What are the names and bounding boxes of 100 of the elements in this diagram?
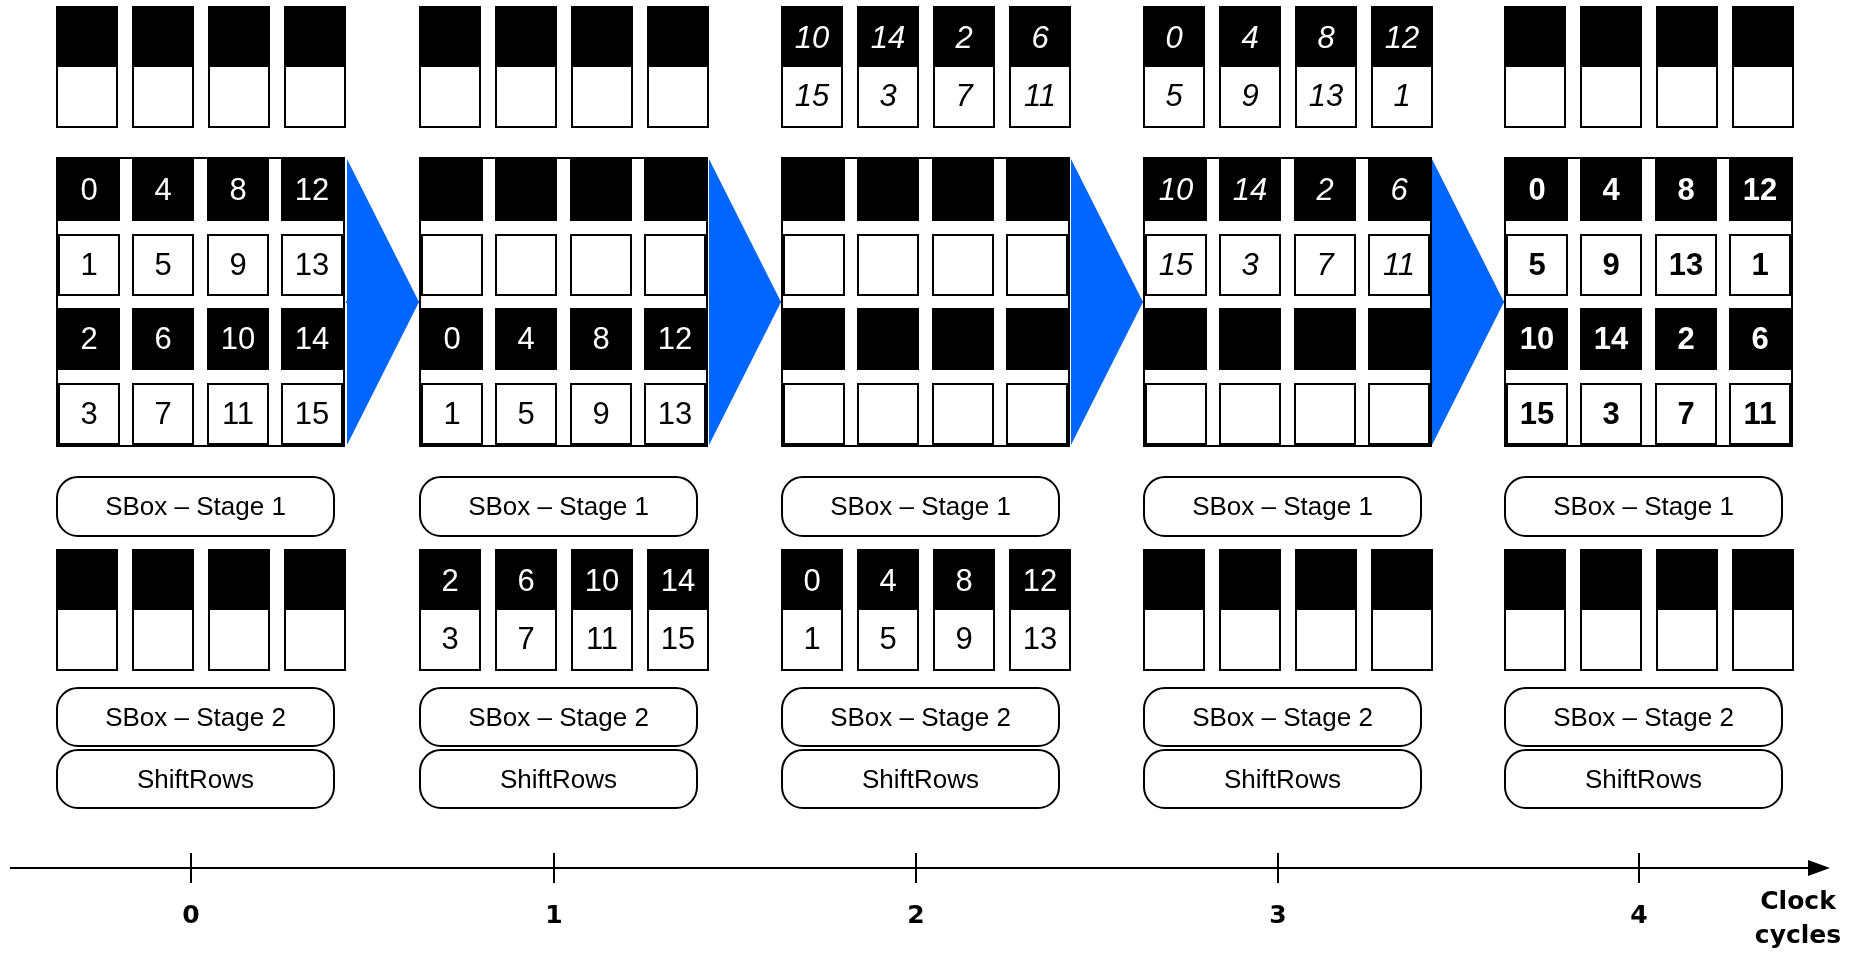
state-cell bbox=[570, 159, 632, 221]
state-grid bbox=[56, 157, 345, 447]
cell-value: 0 bbox=[1164, 19, 1184, 57]
register-cell bbox=[419, 549, 481, 671]
cell-value: 1 bbox=[802, 620, 822, 658]
state-cell: 1 bbox=[421, 383, 483, 445]
tick-label: 0 bbox=[181, 900, 201, 929]
state-cell bbox=[857, 159, 919, 221]
state-cell: 3 bbox=[1219, 234, 1281, 296]
cell-value: 4 bbox=[878, 562, 898, 600]
state-cell: 15 bbox=[1506, 383, 1568, 445]
register-cell bbox=[933, 6, 995, 128]
register-cell bbox=[781, 549, 843, 671]
state-grid bbox=[419, 157, 708, 447]
state-cell: 2 bbox=[1655, 308, 1717, 370]
cell-value: 11 bbox=[584, 620, 620, 658]
state-cell: 15 bbox=[1145, 234, 1207, 296]
cell-value: 11 bbox=[1022, 77, 1058, 115]
state-cell bbox=[1219, 383, 1281, 445]
state-cell bbox=[1006, 308, 1068, 370]
tick-label: 2 bbox=[906, 900, 926, 929]
stage-box: SBox – Stage 1 bbox=[56, 476, 335, 537]
state-cell: 13 bbox=[1655, 234, 1717, 296]
state-cell bbox=[495, 234, 557, 296]
state-cell: 2 bbox=[1294, 159, 1356, 221]
stage-box: SBox – Stage 1 bbox=[1143, 476, 1422, 537]
stage-box: SBox – Stage 2 bbox=[56, 687, 335, 747]
stage-box: ShiftRows bbox=[1143, 749, 1422, 809]
cell-value: 15 bbox=[793, 77, 831, 115]
cell-value: 13 bbox=[1021, 620, 1059, 658]
register-cell bbox=[1219, 6, 1281, 128]
state-cell: 12 bbox=[1729, 159, 1791, 221]
state-cell: 11 bbox=[1368, 234, 1430, 296]
cell-value: 8 bbox=[1316, 19, 1336, 57]
state-cell bbox=[1368, 308, 1430, 370]
state-cell: 0 bbox=[1506, 159, 1568, 221]
state-cell: 14 bbox=[1219, 159, 1281, 221]
state-cell: 11 bbox=[1729, 383, 1791, 445]
state-cell: 7 bbox=[1655, 383, 1717, 445]
state-cell bbox=[783, 234, 845, 296]
state-cell: 5 bbox=[1506, 234, 1568, 296]
stage-box: SBox – Stage 2 bbox=[781, 687, 1060, 747]
cell-value: 6 bbox=[1030, 19, 1050, 57]
register-cell bbox=[1295, 6, 1357, 128]
state-cell: 0 bbox=[58, 159, 120, 221]
state-cell: 2 bbox=[58, 308, 120, 370]
stage-box: SBox – Stage 2 bbox=[1143, 687, 1422, 747]
state-cell bbox=[783, 159, 845, 221]
cell-value: 2 bbox=[954, 19, 974, 57]
state-cell bbox=[932, 159, 994, 221]
state-cell bbox=[644, 159, 706, 221]
state-cell bbox=[1006, 159, 1068, 221]
state-cell bbox=[857, 308, 919, 370]
state-cell: 15 bbox=[281, 383, 343, 445]
cell-value: 9 bbox=[1240, 77, 1260, 115]
register-cell bbox=[857, 549, 919, 671]
state-grid bbox=[1143, 157, 1432, 447]
register-cell bbox=[1009, 549, 1071, 671]
state-cell bbox=[1006, 383, 1068, 445]
register-cell bbox=[1656, 549, 1718, 671]
state-cell: 6 bbox=[132, 308, 194, 370]
stage-box: SBox – Stage 1 bbox=[781, 476, 1060, 537]
register-cell bbox=[419, 6, 481, 128]
state-cell: 4 bbox=[495, 308, 557, 370]
cell-value: 2 bbox=[440, 562, 460, 600]
state-cell bbox=[1145, 383, 1207, 445]
state-cell: 5 bbox=[495, 383, 557, 445]
cell-value: 13 bbox=[1307, 77, 1345, 115]
tick-label: 1 bbox=[544, 900, 564, 929]
register-cell bbox=[56, 6, 118, 128]
register-cell bbox=[571, 549, 633, 671]
state-cell bbox=[1219, 308, 1281, 370]
state-cell: 5 bbox=[132, 234, 194, 296]
register-cell bbox=[647, 6, 709, 128]
state-cell: 7 bbox=[1294, 234, 1356, 296]
state-cell bbox=[1368, 383, 1430, 445]
register-cell bbox=[1371, 549, 1433, 671]
register-cell bbox=[1143, 549, 1205, 671]
register-cell bbox=[1219, 549, 1281, 671]
register-cell bbox=[284, 549, 346, 671]
cell-value: 0 bbox=[802, 562, 822, 600]
state-cell bbox=[932, 234, 994, 296]
state-cell bbox=[1145, 308, 1207, 370]
register-cell bbox=[857, 6, 919, 128]
state-cell: 9 bbox=[1580, 234, 1642, 296]
state-cell: 9 bbox=[570, 383, 632, 445]
state-cell: 3 bbox=[1580, 383, 1642, 445]
state-cell bbox=[932, 383, 994, 445]
register-cell bbox=[1143, 6, 1205, 128]
state-cell: 14 bbox=[281, 308, 343, 370]
chevron-arrow bbox=[708, 159, 782, 445]
state-cell: 7 bbox=[132, 383, 194, 445]
cell-value: 14 bbox=[869, 19, 907, 57]
register-cell bbox=[1580, 6, 1642, 128]
cell-value: 15 bbox=[659, 620, 697, 658]
state-cell: 10 bbox=[1506, 308, 1568, 370]
state-cell bbox=[783, 308, 845, 370]
cell-value: 5 bbox=[1164, 77, 1184, 115]
register-cell bbox=[132, 549, 194, 671]
state-cell: 1 bbox=[1729, 234, 1791, 296]
